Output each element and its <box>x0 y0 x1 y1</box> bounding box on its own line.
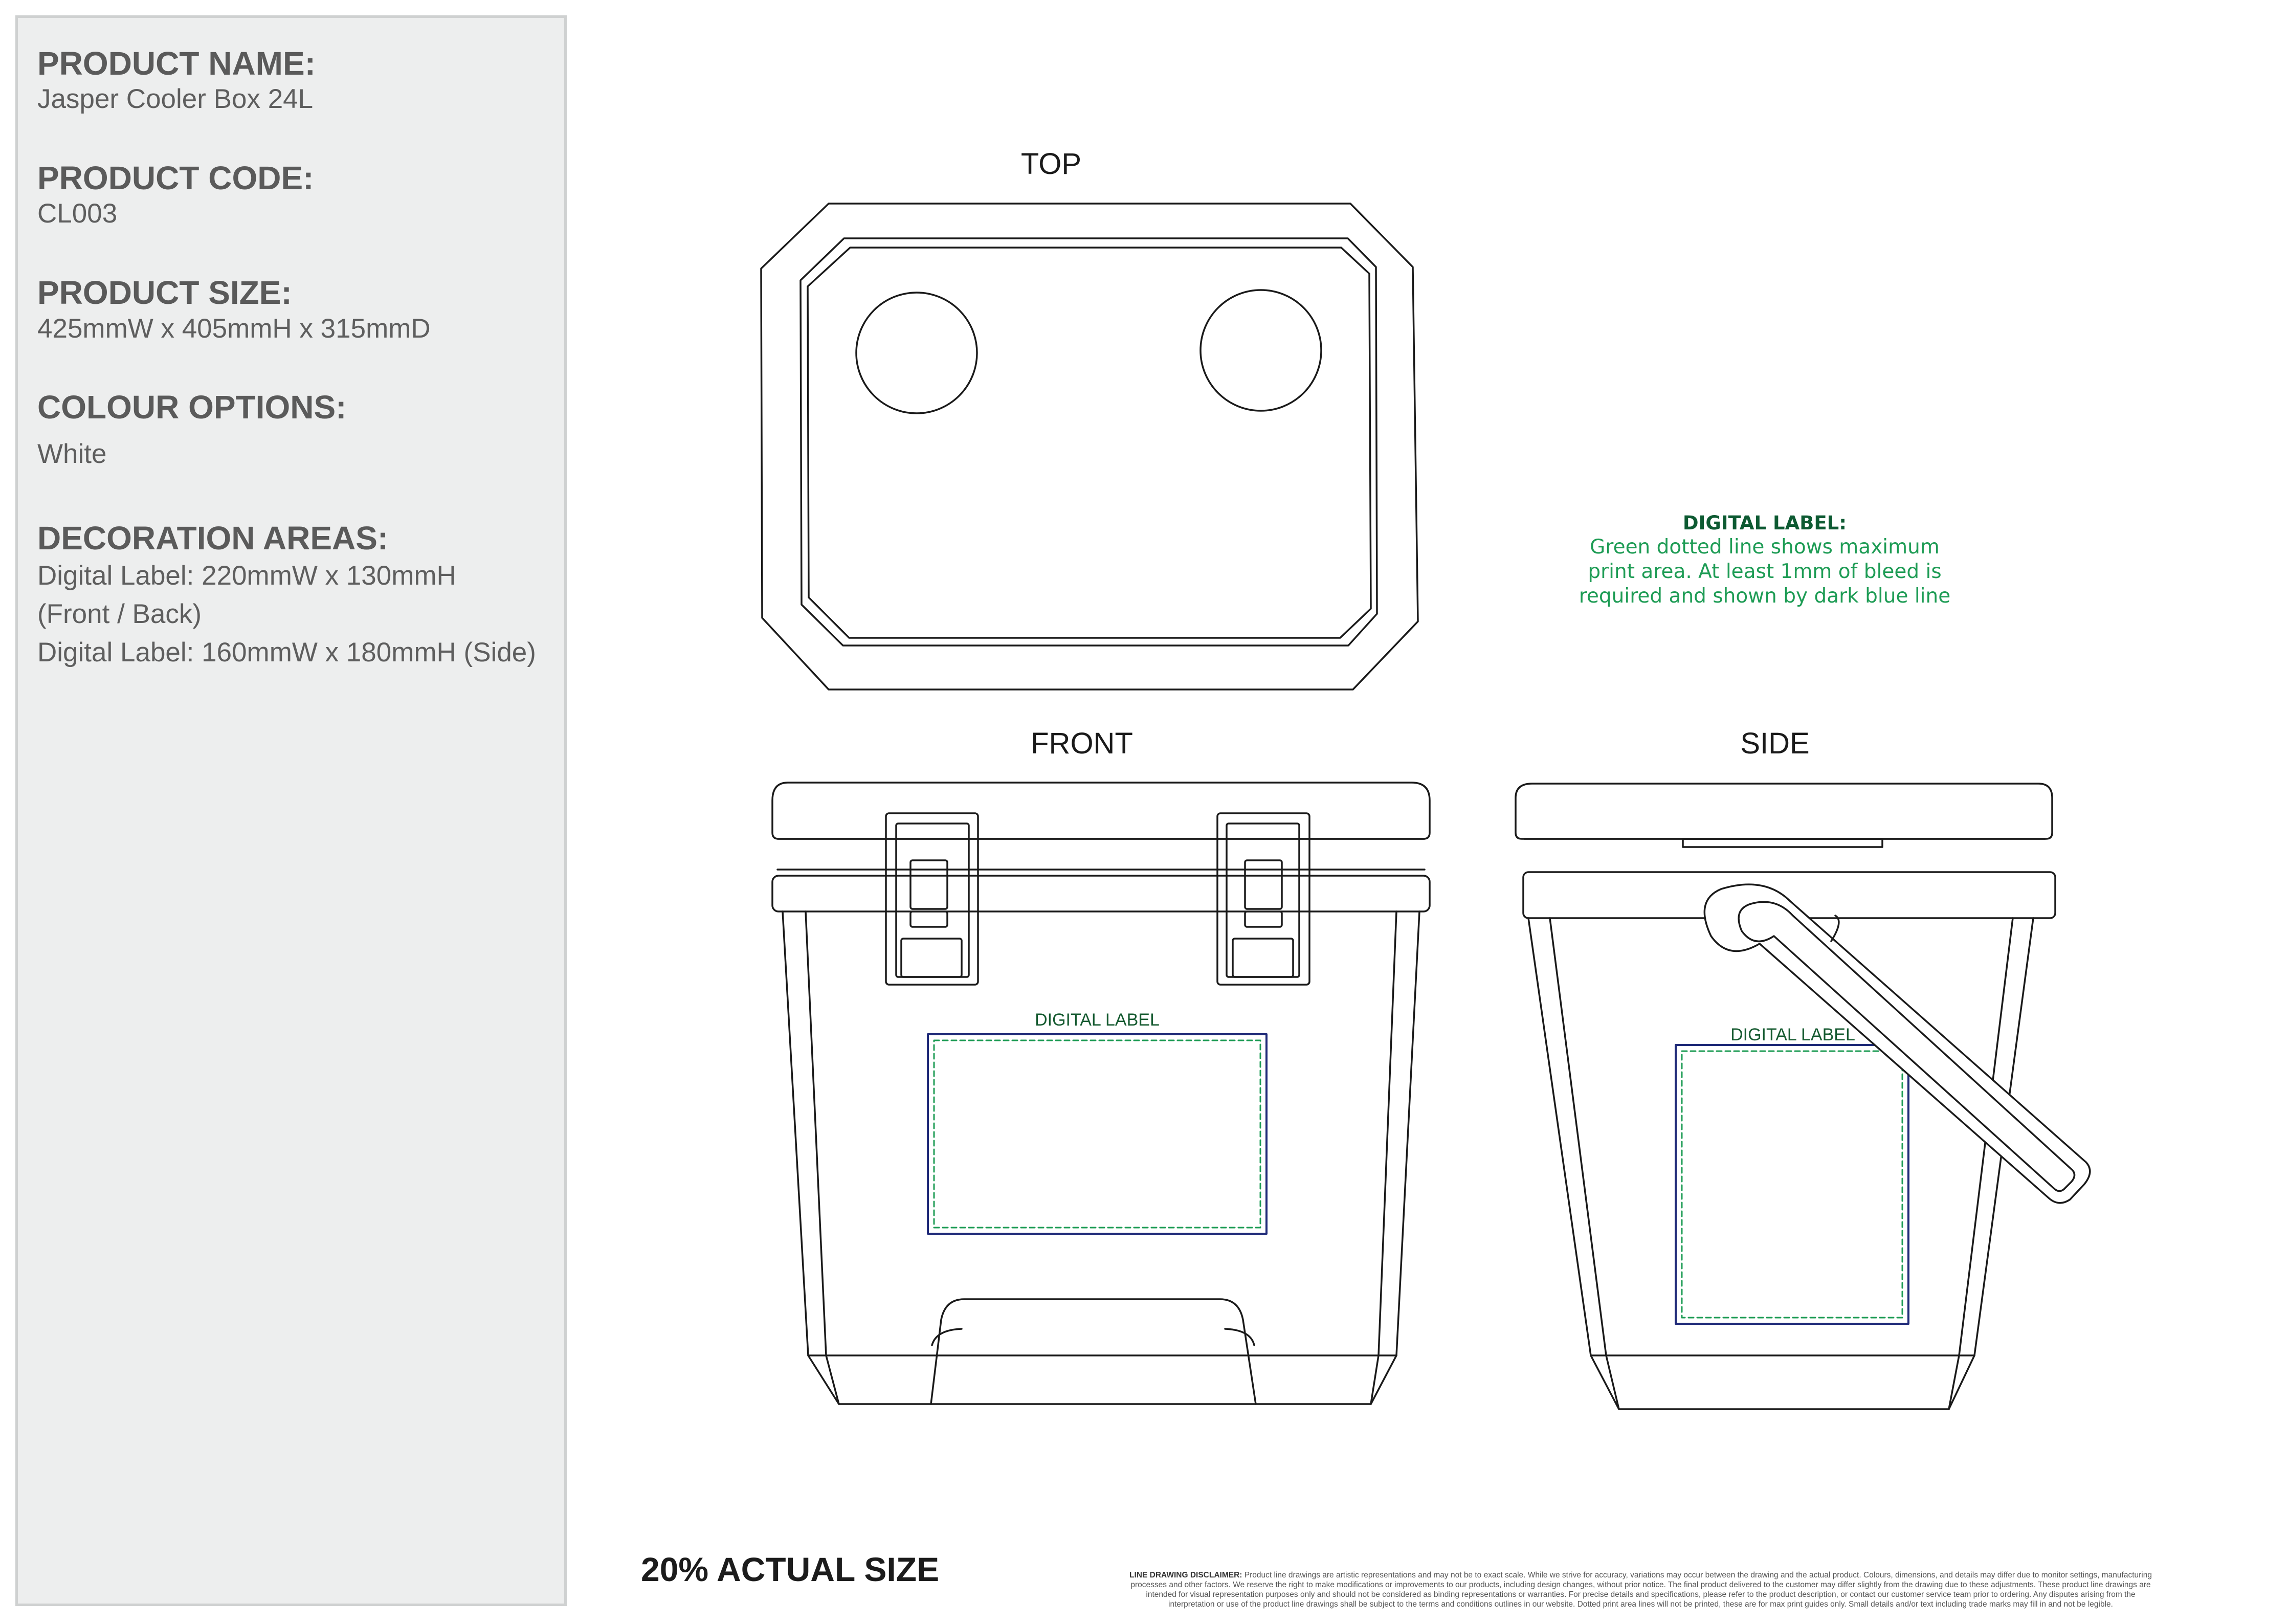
cup-holder-left <box>855 292 978 414</box>
side-view-title: SIDE <box>1740 727 1809 760</box>
decoration-line-1: Digital Label: 220mmW x 130mmH <box>37 561 456 591</box>
disclaimer-line-3: intended for visual representation purpo… <box>1146 1590 2136 1599</box>
product-size: 425mmW x 405mmH x 315mmD <box>37 314 431 344</box>
top-view <box>760 203 1419 691</box>
front-view-title: FRONT <box>1031 727 1133 760</box>
side-handle <box>1703 883 2091 1204</box>
front-print-area <box>933 1039 1261 1229</box>
front-digital-label: DIGITAL LABEL <box>1035 1010 1160 1030</box>
decoration-line-3: Digital Label: 160mmW x 180mmH (Side) <box>37 637 536 668</box>
product-code: CL003 <box>37 198 118 229</box>
note-line-3: required and shown by dark blue line <box>1579 585 1951 608</box>
product-name: Jasper Cooler Box 24L <box>37 84 314 114</box>
cup-holder-right <box>1199 289 1322 412</box>
side-digital-label: DIGITAL LABEL <box>1730 1025 1855 1044</box>
front-bleed-line <box>927 1033 1268 1235</box>
disclaimer-line-2: processes and other factors. We reserve … <box>1130 1581 2151 1589</box>
side-bleed-line <box>1675 1044 1909 1325</box>
decoration-line-2: (Front / Back) <box>37 599 202 629</box>
note-line-1: Green dotted line shows maximum <box>1590 536 1940 559</box>
product-name-heading: PRODUCT NAME: <box>37 45 316 82</box>
disclaimer-line-1: LINE DRAWING DISCLAIMER: Product line dr… <box>1003 1570 2279 1580</box>
line-drawing-disclaimer: LINE DRAWING DISCLAIMER: Product line dr… <box>1003 1570 2279 1609</box>
disclaimer-title: LINE DRAWING DISCLAIMER: <box>1129 1571 1242 1579</box>
decoration-areas-heading: DECORATION AREAS: <box>37 520 389 557</box>
note-title: DIGITAL LABEL: <box>1682 512 1847 534</box>
product-size-heading: PRODUCT SIZE: <box>37 274 292 311</box>
colour-options-heading: COLOUR OPTIONS: <box>37 389 347 426</box>
disclaimer-line-4: interpretation or use of the product lin… <box>1168 1600 2113 1609</box>
scale-label: 20% ACTUAL SIZE <box>641 1550 940 1588</box>
side-print-area <box>1681 1050 1903 1319</box>
front-view <box>771 782 1431 1405</box>
top-view-title: TOP <box>1021 147 1081 181</box>
disclaimer-text-1: Product line drawings are artistic repre… <box>1244 1571 2152 1579</box>
colour-option: White <box>37 439 107 469</box>
product-info-panel: PRODUCT NAME: Jasper Cooler Box 24L PROD… <box>15 15 567 1606</box>
note-line-2: print area. At least 1mm of bleed is <box>1588 560 1942 583</box>
digital-label-note: DIGITAL LABEL: Green dotted line shows m… <box>1535 511 1995 609</box>
product-code-heading: PRODUCT CODE: <box>37 160 314 196</box>
